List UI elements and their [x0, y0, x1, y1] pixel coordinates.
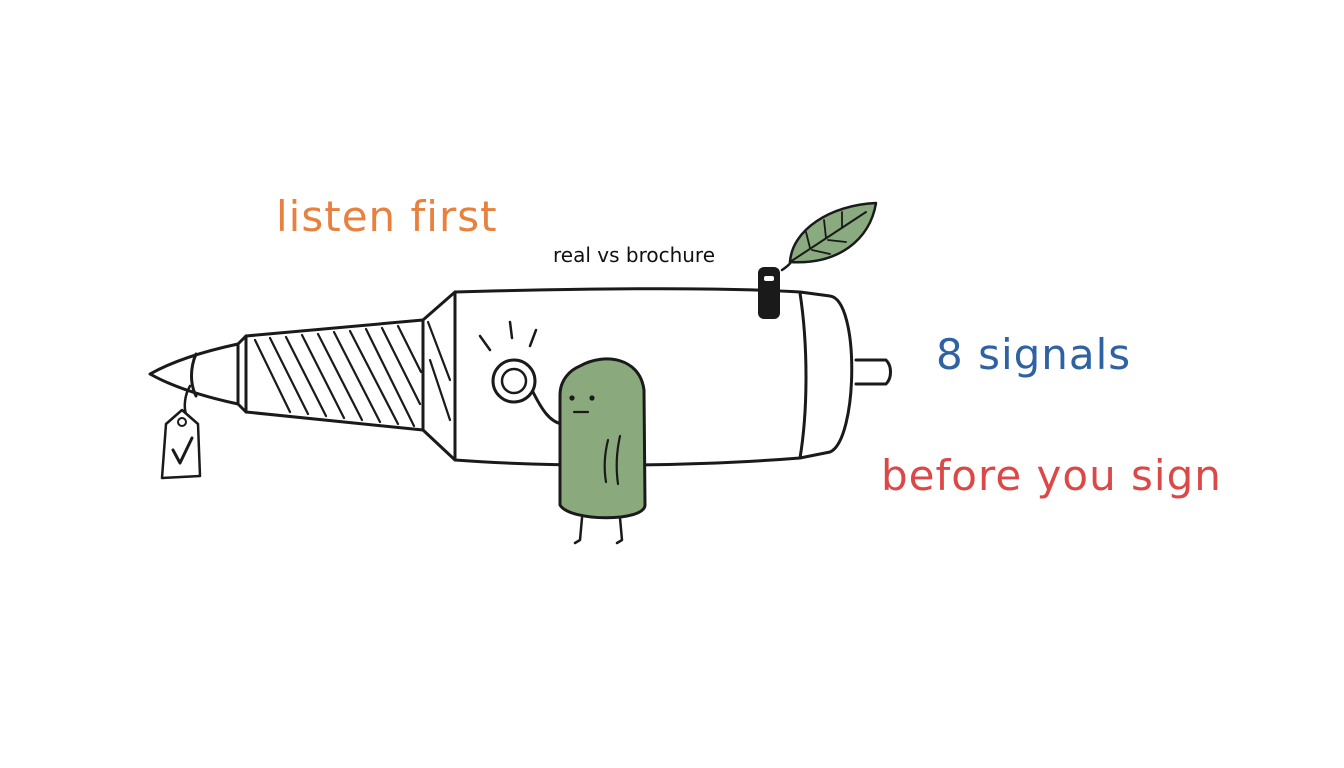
listen-first-label: listen first: [276, 192, 498, 241]
leaf-clip: [758, 267, 780, 319]
leaf-clip-slot: [764, 276, 774, 281]
eight-signals-label: 8 signals: [936, 330, 1132, 379]
checkmark-tag-icon: [160, 384, 202, 480]
drill-tip: [148, 342, 240, 406]
sound-lines: [478, 320, 538, 352]
drill-thread-collar: [421, 290, 457, 462]
leaf-icon: [780, 201, 878, 272]
real-vs-brochure-label: real vs brochure: [553, 243, 716, 267]
drill-tip-seam: [190, 352, 198, 398]
drill-back-knob: [854, 358, 892, 386]
green-creature: [558, 357, 647, 545]
stethoscope-icon: [491, 358, 564, 426]
thread-stripes: [253, 320, 452, 428]
before-you-sign-label: before you sign: [881, 451, 1222, 500]
drill-body-seam: [798, 291, 808, 460]
